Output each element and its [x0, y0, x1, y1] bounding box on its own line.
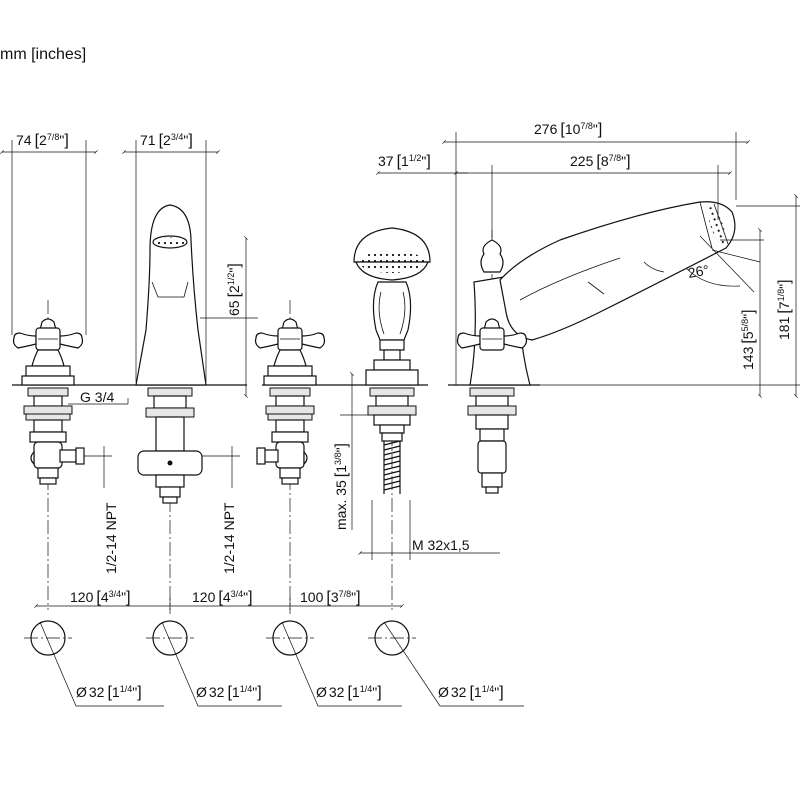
middle-cross-handle-valve [254, 318, 326, 485]
spacing-label-120a: 120[43/4"] [70, 589, 131, 606]
thread-label-npt-left: 1/2-14 NPT [103, 502, 119, 574]
dim-label-74: 74[27/8"] [16, 132, 69, 149]
dim-label-225: 225[87/8"] [570, 153, 631, 170]
dim-37-225 [376, 165, 732, 238]
hand-shower [353, 227, 431, 494]
npt-center-leader [202, 446, 240, 488]
thread-label-npt-center: 1/2-14 NPT [221, 502, 237, 574]
thread-label-max35: max. 35[13/8"] [333, 443, 350, 530]
dim-label-181: 181[71/8"] [776, 279, 793, 340]
dim-label-276: 276[107/8"] [534, 121, 602, 138]
dim-74 [0, 140, 98, 335]
thread-label-g34: G 3/4 [80, 389, 114, 405]
dim-181 [540, 194, 800, 398]
units-label: mm [inches] [0, 46, 86, 63]
dim-label-71: 71[23/4"] [140, 132, 193, 149]
dim-65 [200, 236, 258, 398]
spout [135, 204, 207, 504]
deck-holes [24, 620, 524, 707]
dim-m32 [358, 500, 500, 560]
npt-left-leader [84, 446, 112, 488]
dim-spacing [34, 598, 404, 614]
dim-max35 [340, 372, 370, 530]
dim-label-37: 37[11/2"] [378, 153, 431, 170]
thread-label-m32: M 32x1,5 [412, 537, 470, 553]
dim-71 [122, 140, 220, 382]
g34-leader [68, 398, 129, 405]
dim-143 [720, 228, 764, 398]
dim-label-65: 65[21/2"] [226, 263, 243, 316]
dim-label-angle: 26° [687, 262, 711, 281]
spacing-label-100: 100[37/8"] [300, 589, 361, 606]
spacing-label-120b: 120[43/4"] [192, 589, 253, 606]
left-cross-handle-valve [12, 318, 85, 485]
dim-label-143: 143[55/8"] [740, 309, 757, 370]
diverter-valve [456, 201, 736, 494]
dim-angle [685, 235, 761, 293]
